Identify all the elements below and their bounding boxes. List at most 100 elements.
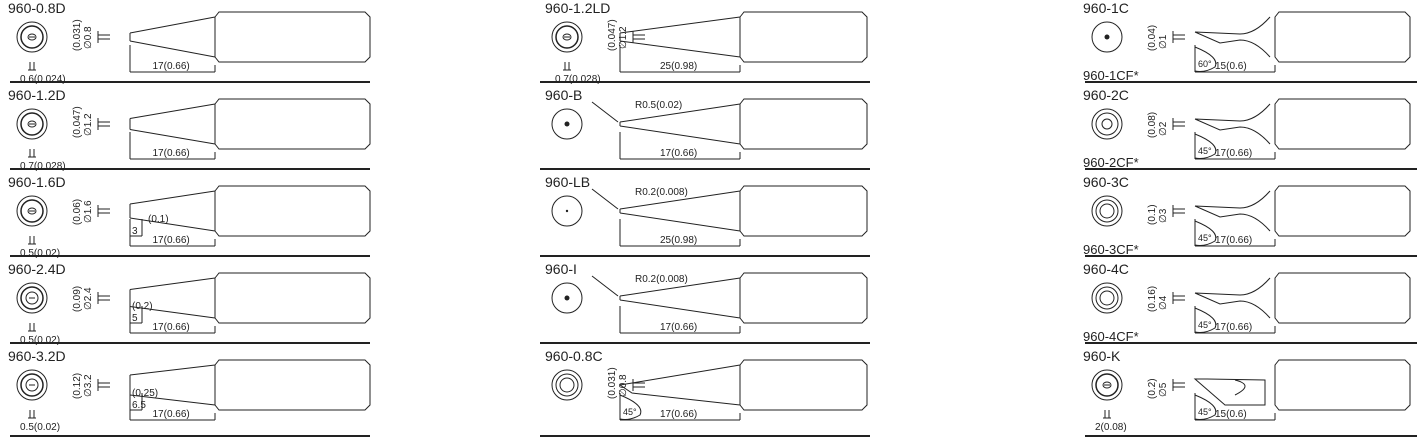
tip-profile (129, 190, 216, 232)
end-view-face (27, 207, 37, 215)
thickness-label: 0.7(0.028) (555, 74, 601, 85)
length-label: 17(0.66) (660, 322, 697, 333)
end-view-circle (551, 21, 583, 53)
diameter-mm-label: ∅3.2 (83, 374, 94, 397)
tip-960-3c: 960-3C(0.1)∅317(0.66)45°960-3CF* (1083, 174, 1411, 257)
diameter-mm-label: ∅3 (1158, 208, 1169, 223)
tip-alt-model-name: 960-4CF* (1083, 329, 1139, 344)
tip-body (739, 11, 868, 63)
length-label: 17(0.66) (1215, 148, 1252, 159)
angle-label: 60° (1198, 59, 1212, 69)
tip-model-name: 960-1.6D (8, 174, 66, 190)
sub-length-inch-label: (0.1) (148, 214, 169, 225)
end-view-circle (551, 108, 583, 140)
length-label: 17(0.66) (153, 148, 190, 159)
diameter-inch-label: (0.04) (1147, 25, 1158, 51)
thickness-label: 0.5(0.02) (20, 248, 60, 259)
thickness-label: 0.5(0.02) (20, 335, 60, 346)
end-view-face (25, 291, 39, 305)
angle-arc (1194, 394, 1217, 420)
tip-body (739, 185, 868, 237)
end-view-inner (1095, 112, 1119, 136)
end-view-face (27, 33, 37, 41)
tip-960-3-2d: 960-3.2D0.5(0.02)(0.12)∅3.217(0.66)6.5(0… (8, 348, 371, 433)
tip-960-2-4d: 960-2.4D0.5(0.02)(0.09)∅2.417(0.66)5(0.2… (8, 261, 371, 346)
angle-label: 45° (1198, 233, 1212, 243)
end-view-point (1104, 34, 1110, 40)
tip-profile (1194, 277, 1271, 319)
diameter-mm-label: ∅0.8 (618, 374, 629, 397)
end-view-inner (1095, 286, 1119, 310)
diameter-inch-label: (0.09) (72, 286, 83, 312)
tip-profile (129, 364, 216, 406)
radius-arrow (591, 275, 619, 297)
diameter-inch-label: (0.031) (72, 19, 83, 51)
length-label: 17(0.66) (1215, 235, 1252, 246)
angle-label: 45° (1198, 146, 1212, 156)
thickness-label: 0.7(0.028) (20, 161, 66, 172)
tip-body (214, 185, 371, 237)
diameter-inch-label: (0.16) (1147, 286, 1158, 312)
radius-label: R0.2(0.008) (635, 187, 688, 198)
end-view-circle (1091, 282, 1123, 314)
end-view-circle (551, 369, 583, 401)
radius-label: R0.2(0.008) (635, 274, 688, 285)
tip-body (214, 359, 371, 411)
end-view-face (1099, 290, 1115, 306)
end-view-face (1101, 118, 1113, 130)
tip-960-b: 960-B17(0.66)R0.5(0.02) (545, 87, 868, 160)
tip-profile (619, 16, 741, 58)
end-view-circle (1091, 369, 1123, 401)
end-view-inner (555, 373, 579, 397)
tip-model-name: 960-3C (1083, 174, 1129, 190)
thickness-label: 2(0.08) (1095, 422, 1127, 433)
diameter-inch-label: (0.047) (607, 19, 618, 51)
tip-alt-model-name: 960-2CF* (1083, 155, 1139, 170)
tip-model-name: 960-1.2LD (545, 0, 610, 16)
end-view-inner (20, 25, 44, 49)
tip-profile (129, 16, 216, 58)
diameter-mm-label: ∅0.8 (83, 26, 94, 49)
angle-arc (619, 394, 642, 420)
end-view-point (564, 121, 570, 127)
thickness-label: 0.6(0.024) (20, 74, 66, 85)
end-view-circle (16, 195, 48, 227)
diameter-mm-label: ∅1 (1158, 34, 1169, 49)
sub-length-label: 5 (132, 313, 138, 324)
end-view-inner (20, 112, 44, 136)
length-label: 17(0.66) (1215, 322, 1252, 333)
sub-length-label: 3 (132, 226, 138, 237)
tip-960-1c: 960-1C(0.04)∅115(0.6)60°960-1CF* (1083, 0, 1411, 83)
tip-body (1274, 272, 1411, 324)
tip-body (739, 359, 868, 411)
sub-length-inch-label: (0.2) (132, 301, 153, 312)
diameter-mm-label: ∅2.4 (83, 287, 94, 310)
tip-alt-model-name: 960-3CF* (1083, 242, 1139, 257)
tip-body (1274, 359, 1411, 411)
diameter-mm-label: ∅4 (1158, 295, 1169, 310)
end-view-face (1102, 381, 1112, 389)
angle-label: 45° (1198, 407, 1212, 417)
sub-length-inch-label: (0.25) (132, 388, 158, 399)
diameter-mm-label: ∅1.2 (83, 113, 94, 136)
tip-model-name: 960-4C (1083, 261, 1129, 277)
tip-body (1274, 98, 1411, 150)
length-label: 15(0.6) (1215, 61, 1247, 72)
sub-length-label: 6.5 (132, 400, 146, 411)
end-view-point (564, 295, 570, 301)
diameter-mm-label: ∅1.2 (618, 26, 629, 49)
end-view-face (27, 120, 37, 128)
tip-960-i: 960-I 17(0.66) R0.2(0.008) (545, 261, 868, 334)
diameter-inch-label: (0.08) (1147, 112, 1158, 138)
tip-model-name: 960-I (545, 261, 577, 277)
thickness-label: 0.5(0.02) (20, 422, 60, 433)
end-view-circle (16, 369, 48, 401)
tip-960-2c: 960-2C(0.08)∅217(0.66)45°960-2CF* (1083, 87, 1411, 170)
end-view-circle (551, 195, 583, 227)
end-view-inner (20, 373, 44, 397)
tip-profile (1194, 190, 1271, 232)
tip-model-name: 960-1.2D (8, 87, 66, 103)
length-label: 15(0.6) (1215, 409, 1247, 420)
